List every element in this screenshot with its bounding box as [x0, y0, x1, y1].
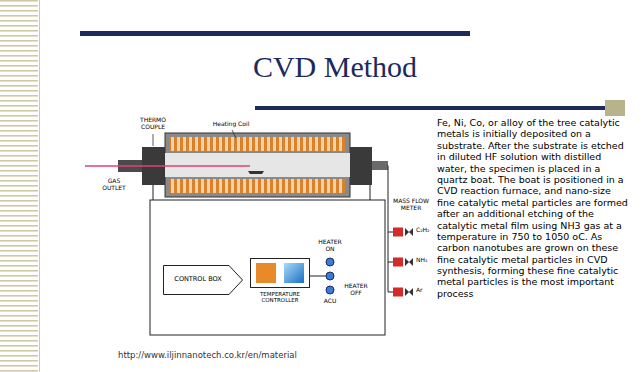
heater-switch — [326, 286, 334, 294]
heating-coil — [170, 179, 345, 193]
heater-switch — [326, 258, 334, 266]
slide-title: CVD Method — [205, 50, 465, 85]
controller-panel — [250, 258, 310, 288]
side-stripes — [0, 0, 38, 372]
furnace-body — [165, 133, 350, 197]
gas-manifold — [388, 166, 389, 293]
display-square — [256, 263, 276, 283]
flow-meter — [393, 228, 403, 237]
thermocouple-wire — [85, 165, 250, 167]
leader-line — [153, 134, 154, 146]
side-rule — [39, 0, 40, 372]
gas-line — [388, 262, 393, 263]
valve-symbol — [405, 228, 413, 236]
valve-symbol — [405, 258, 413, 266]
node-label: CONTROL BOX — [174, 276, 221, 283]
part-label: GAS OUTLET — [97, 178, 131, 192]
flow-meter — [393, 258, 403, 267]
gas-label: Ar — [416, 287, 423, 294]
inlet-fitting — [372, 161, 388, 170]
control-box: CONTROL BOX — [163, 265, 243, 295]
switch-label: HEATER OFF — [339, 283, 373, 297]
title-underline — [255, 106, 605, 110]
support-line — [370, 185, 371, 200]
gas-line — [388, 232, 393, 233]
right-flange — [350, 147, 372, 185]
quartz-boat — [248, 171, 264, 174]
heating-coil — [170, 137, 345, 151]
valve-symbol — [405, 288, 413, 296]
gas-line — [388, 292, 393, 293]
part-label: MASS FLOW METER — [390, 198, 432, 212]
body-text: Fe, Ni, Co, or alloy of the tree catalyt… — [437, 117, 630, 299]
accent-square — [605, 100, 625, 116]
gas-label: NH₃ — [416, 257, 427, 264]
controller-frame — [251, 259, 310, 288]
part-label: THERMO COUPLE — [134, 117, 172, 131]
switch-label: ACU — [318, 298, 342, 305]
wire — [310, 276, 326, 277]
part-label: Heating Coil — [205, 121, 257, 128]
display-square — [284, 263, 304, 283]
mass-flow-meter — [388, 228, 413, 297]
gas-label: C₂H₂ — [416, 227, 430, 234]
control-box-shape — [164, 266, 243, 295]
node-label: TEMPERATURE CONTROLLER — [250, 291, 310, 304]
switch-label: HEATER ON — [315, 239, 345, 253]
support-line — [153, 185, 154, 200]
temperature-controller: TEMPERATURE CONTROLLER — [250, 258, 310, 304]
quartz-tube — [165, 153, 350, 177]
control-housing — [150, 200, 385, 335]
flow-meter — [393, 288, 403, 297]
title-bar — [80, 31, 470, 36]
heater-switch — [326, 272, 334, 280]
source-url: http://www.iljinnanotech.co.kr/en/materi… — [118, 351, 297, 361]
leader-line — [232, 130, 236, 138]
